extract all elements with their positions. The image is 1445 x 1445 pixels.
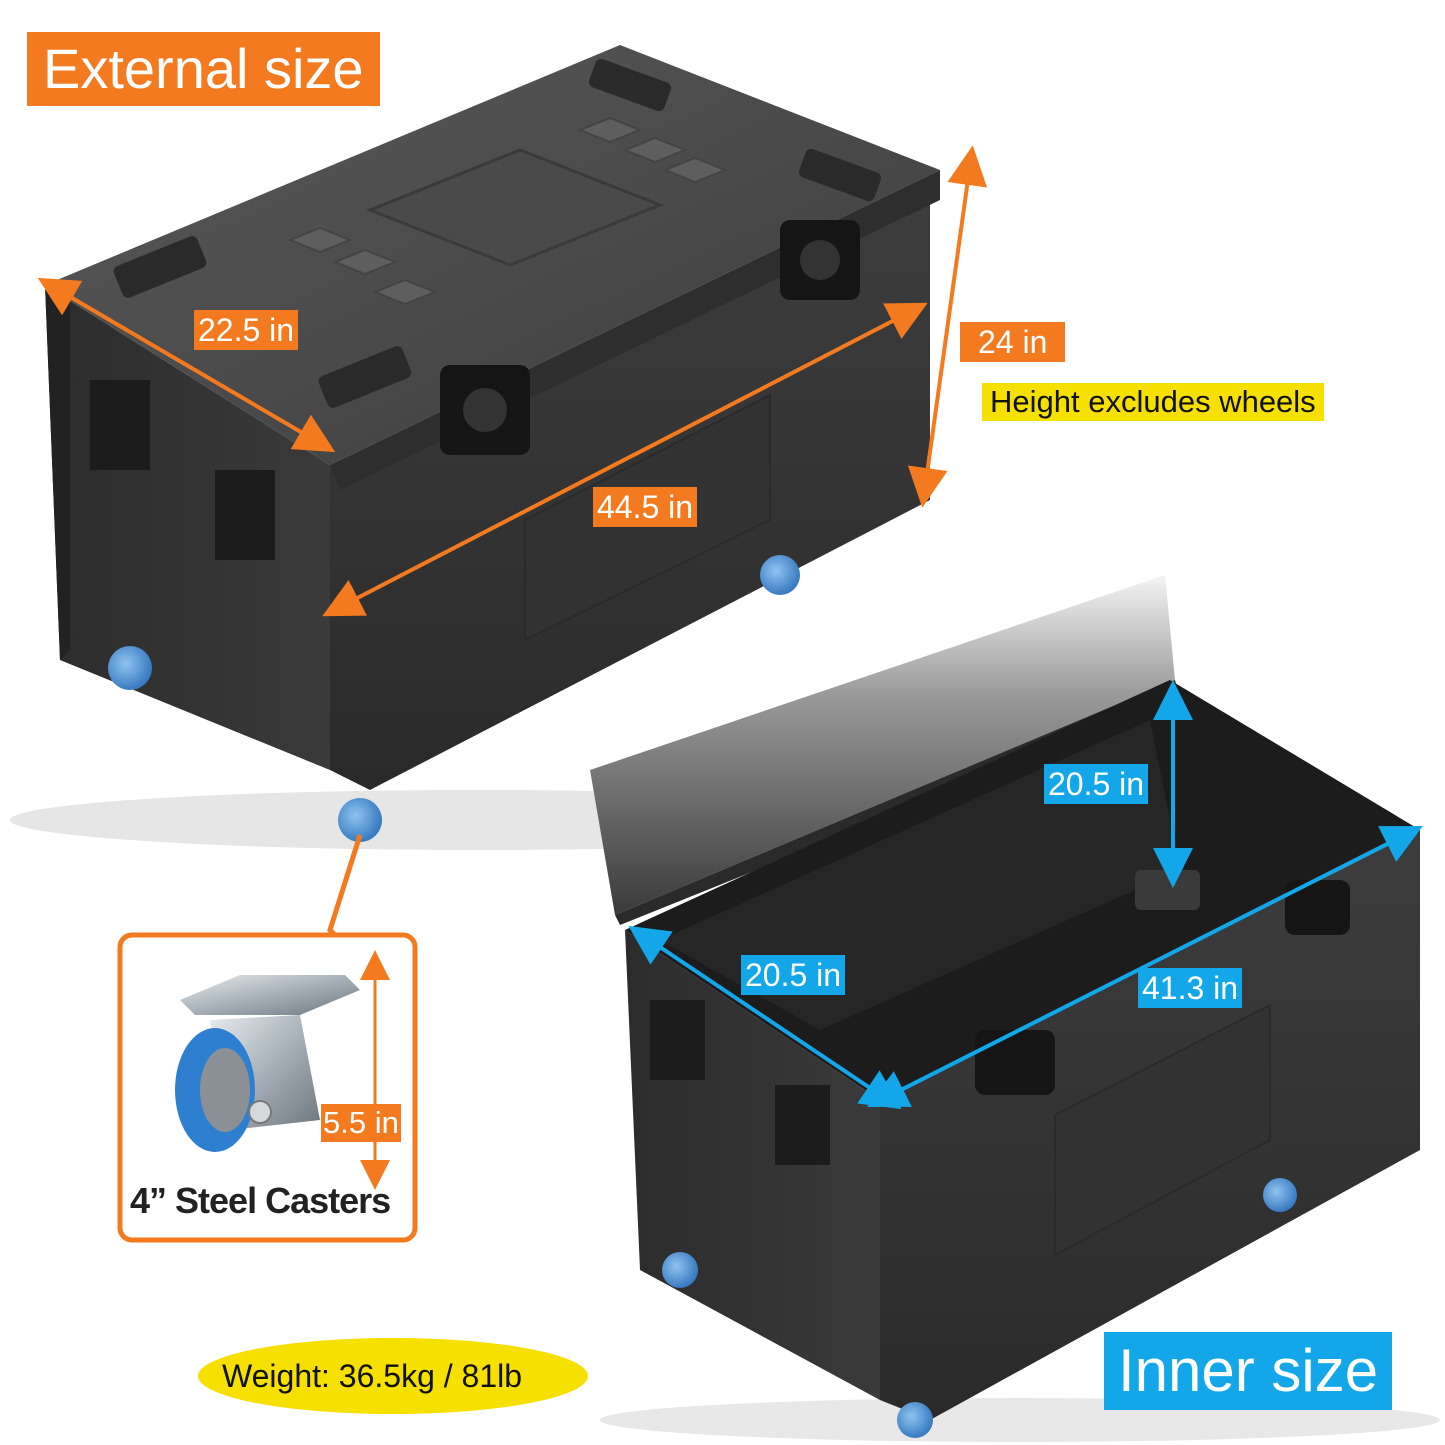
caster-callout	[117, 834, 418, 1243]
external-length-label: 44.5 in	[593, 487, 698, 527]
inner-length-label: 41.3 in	[1138, 968, 1243, 1008]
inner-height-label: 20.5 in	[1044, 764, 1149, 804]
inner-length-arrow	[867, 825, 1423, 1108]
inner-width-arrow	[628, 925, 902, 1110]
external-size-title: External size	[27, 32, 380, 106]
width-arrow	[37, 277, 336, 453]
caster-caption: 4” Steel Casters	[130, 1180, 391, 1221]
external-width-label: 22.5 in	[194, 310, 299, 350]
length-arrow	[322, 302, 928, 617]
inner-size-title: Inner size	[1104, 1332, 1393, 1410]
external-height-label: 24 in	[960, 322, 1066, 362]
open-case	[590, 575, 1440, 1442]
height-note: Height excludes wheels	[982, 383, 1324, 421]
height-arrow	[907, 145, 988, 508]
weight-badge-shape	[198, 1338, 588, 1414]
weight-label: Weight: 36.5kg / 81lb	[222, 1358, 523, 1394]
inner-width-label: 20.5 in	[741, 955, 846, 995]
caster-height-label: 5.5 in	[321, 1104, 401, 1142]
